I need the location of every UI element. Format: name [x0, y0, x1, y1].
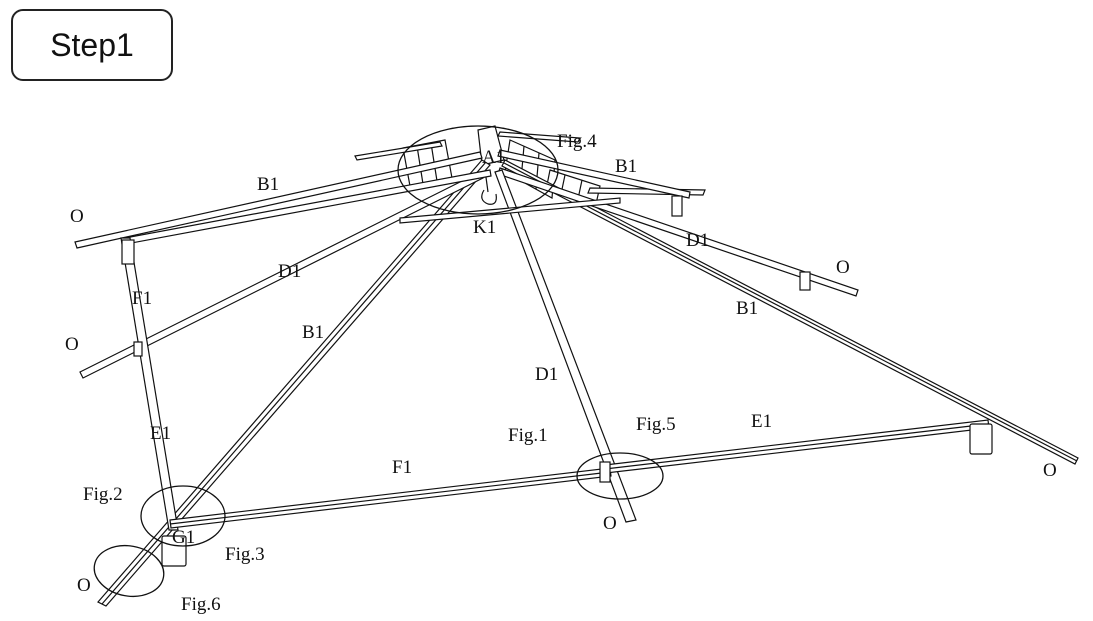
label-d1-right: D1	[686, 230, 709, 251]
label-b1-center: B1	[302, 322, 324, 343]
rafter-d1-center	[494, 169, 637, 523]
label-d1-left: D1	[278, 261, 301, 282]
label-f1-left: F1	[132, 288, 152, 309]
detail-circle-fig6	[93, 544, 165, 598]
label-fig5: Fig.5	[636, 414, 676, 435]
rafter-b1-left	[74, 151, 483, 249]
label-e1-left: E1	[150, 423, 171, 444]
label-fig6: Fig.6	[181, 594, 221, 615]
label-d1-center: D1	[535, 364, 558, 385]
rafter-b1-center	[97, 159, 491, 607]
label-b1-right: B1	[736, 298, 758, 319]
label-o-right-mid: O	[836, 257, 850, 278]
step-title: Step1	[50, 26, 134, 63]
label-o-front: O	[603, 513, 617, 534]
beam-front	[169, 467, 612, 529]
label-fig1: Fig.1	[508, 425, 548, 446]
label-fig2: Fig.2	[83, 484, 123, 505]
label-fig4: Fig.4	[557, 131, 597, 152]
detail-circle-fig3	[140, 485, 226, 547]
rafter-b1-right	[501, 159, 1079, 465]
label-o-right: O	[1043, 460, 1057, 481]
step-title-box: Step1	[11, 9, 173, 81]
label-o-left-mid: O	[65, 334, 79, 355]
label-b1-right-top: B1	[615, 156, 637, 177]
corner-feet	[133, 195, 993, 567]
rafter-b1-right-top	[497, 149, 691, 199]
label-k1: K1	[473, 217, 496, 238]
label-a1: A1	[482, 147, 505, 168]
detail-circle-fig4	[397, 125, 559, 215]
label-fig3: Fig.3	[225, 544, 265, 565]
label-o-left-top: O	[70, 206, 84, 227]
label-f1-front: F1	[392, 457, 412, 478]
label-g1: G1	[172, 527, 195, 548]
label-e1-right: E1	[751, 411, 772, 432]
detail-circle-fig5	[576, 452, 664, 500]
leg-left-back	[120, 237, 179, 531]
label-b1-left: B1	[257, 174, 279, 195]
label-o-front-left: O	[77, 575, 91, 596]
